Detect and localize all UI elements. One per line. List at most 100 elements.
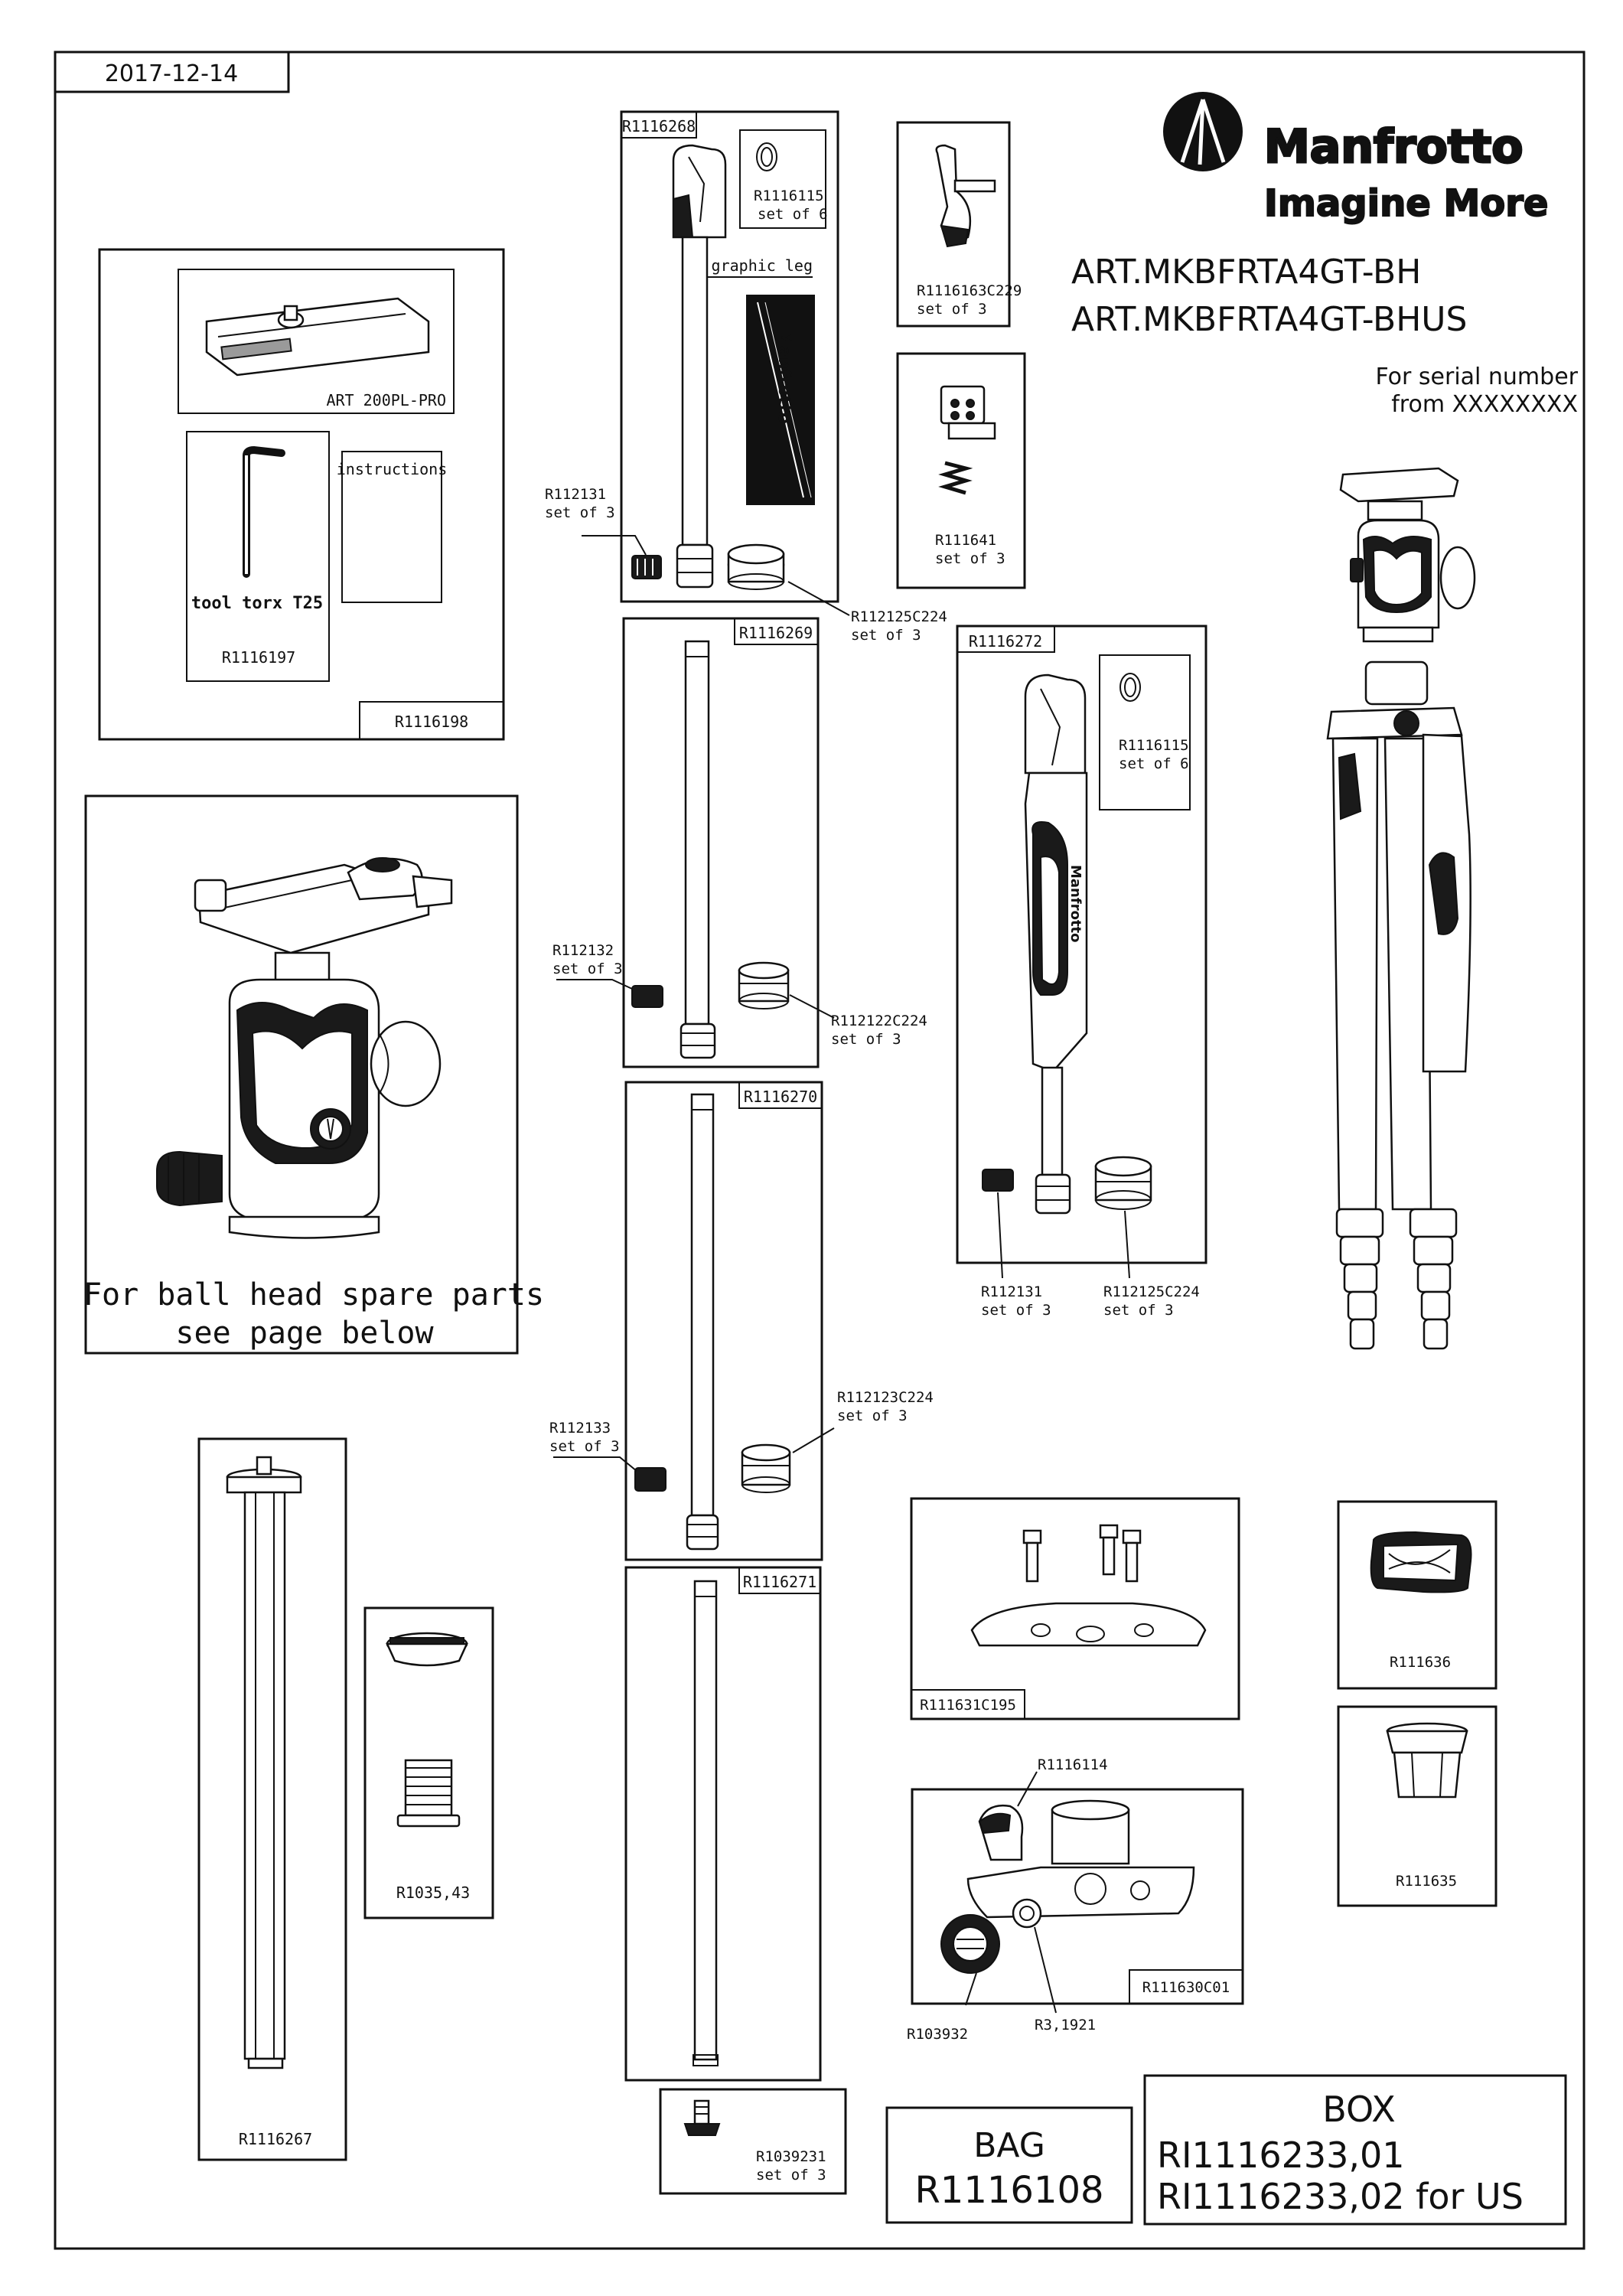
leg-2-code: R1116269 [739, 624, 813, 642]
foam-leg-section: R1116272 R1116115 set of 6 Manfrotto [956, 625, 1207, 1279]
top-lock-part [631, 555, 662, 579]
leg-3-lock-code: R112133 [549, 1420, 611, 1437]
leg-2-collar-part [738, 961, 790, 1009]
bolt-icon-1 [1022, 1529, 1042, 1583]
leg-3-code: R1116270 [744, 1088, 817, 1106]
foam-leg-brand: Manfrotto [1067, 865, 1084, 943]
feet-qty: set of 3 [756, 2167, 826, 2183]
foam-lock-qty: set of 3 [981, 1302, 1051, 1319]
bolt-icon-2 [1099, 1524, 1119, 1576]
accessories-code: R1116198 [395, 713, 468, 731]
box-label: BOX [1322, 2089, 1396, 2130]
leg-2-collar-code: R112122C224 [831, 1013, 927, 1029]
spring-icon [938, 461, 973, 495]
feet-code: R1039231 [756, 2148, 826, 2165]
foam-collar-part [1094, 1156, 1152, 1210]
ball-head-note-1: For ball head spare parts [83, 1277, 544, 1313]
spider-screw-code: R3,1921 [1035, 2017, 1096, 2033]
graphic-leg-label: graphic leg [712, 256, 813, 275]
date-label: 2017-12-14 [105, 60, 238, 87]
foam-leg-code: R1116272 [969, 632, 1042, 651]
tripod-illustration [1326, 467, 1476, 1350]
ball-head-panel: For ball head spare parts see page below [83, 794, 544, 1355]
top-lock-code: R112131 [545, 486, 606, 503]
top-ring-code: R1116115 [754, 188, 824, 204]
foam-lock-part [982, 1169, 1014, 1192]
foam-ring-code: R1116115 [1119, 737, 1189, 754]
leg-section-4: R1116271 [624, 1566, 822, 2082]
accessories-kit: R1116198 ART 200PL-PRO tool torx T25 R11… [98, 248, 505, 741]
center-column-section: R1116267 [197, 1437, 347, 2161]
serial-line-1: For serial number [1375, 364, 1578, 390]
leg-3-lock-part [634, 1467, 666, 1492]
spider-plate-code: R111631C195 [920, 1697, 1016, 1714]
leg-2-lock-part [631, 985, 663, 1008]
angle-lever-qty: set of 3 [917, 301, 987, 318]
strap-code: R111636 [1390, 1654, 1451, 1671]
instructions-label: instructions [337, 460, 448, 478]
graphic-leg-decal: Manfrotto [746, 295, 815, 505]
brand-tagline: Imagine More [1264, 182, 1548, 225]
leg-3-collar-part [741, 1443, 791, 1493]
bag-code: R1116108 [914, 2169, 1103, 2212]
bag-label-box: BAG R1116108 [885, 2106, 1133, 2224]
spider-knob-code: R103932 [907, 2026, 968, 2043]
top-collar-qty: set of 3 [851, 627, 921, 644]
plate-code: ART 200PL-PRO [326, 391, 446, 409]
box-code-2: RI1116233,02 for US [1157, 2176, 1524, 2217]
manfrotto-logo: Manfrotto Imagine More [1163, 92, 1549, 226]
bolt-icon-3 [1122, 1529, 1142, 1583]
spring-lock-code: R111641 [935, 532, 996, 549]
leg-2-lock-qty: set of 3 [552, 960, 623, 977]
top-collar-code: R112125C224 [851, 608, 947, 625]
strap-icon [1370, 1531, 1472, 1593]
foam-collar-code: R112125C224 [1103, 1283, 1200, 1300]
brand-name: Manfrotto [1264, 120, 1523, 174]
top-leg-code: R1116268 [622, 117, 696, 135]
angle-lever-section: R1116163C229 set of 3 [896, 121, 1022, 328]
column-parts-code: R1035,43 [396, 1883, 470, 1902]
top-lock-qty: set of 3 [545, 504, 615, 521]
leg-section-3: R1116270 [624, 1081, 823, 1561]
foam-lock-code: R112131 [981, 1283, 1042, 1300]
quick-release-plate [205, 297, 430, 377]
top-leg-section: R1116268 graphic leg Manfrotto R1116115 … [620, 110, 839, 603]
column-code: R1116267 [239, 2130, 312, 2148]
tool-label: tool torx T25 [191, 594, 323, 613]
top-collar-part [727, 543, 785, 590]
box-code-1: RI1116233,01 [1157, 2135, 1405, 2176]
spider-code: R111630C01 [1142, 1979, 1230, 1996]
leg-4-code: R1116271 [743, 1573, 816, 1591]
foam-ring-icon [1119, 673, 1141, 702]
hook-section: R111635 [1337, 1705, 1498, 1907]
ball-head-illustration [156, 857, 453, 1239]
ball-head-note-2: see page below [175, 1316, 434, 1351]
leg-3-lock-qty: set of 3 [549, 1438, 620, 1455]
top-ring-qty: set of 6 [758, 206, 828, 223]
spring-lock-section: R111641 set of 3 [896, 352, 1026, 589]
spider-lever-code: R1116114 [1038, 1756, 1108, 1773]
spring-lock-qty: set of 3 [935, 550, 1005, 567]
tool-code: R1116197 [222, 648, 295, 667]
date-box [54, 51, 290, 93]
hook-code: R111635 [1396, 1873, 1457, 1890]
leg-3-collar-code: R112123C224 [837, 1389, 934, 1406]
spring-lock-icon [940, 385, 986, 425]
box-label-box: BOX RI1116233,01 RI1116233,02 for US [1143, 2074, 1567, 2226]
decal-brand: Manfrotto [774, 329, 794, 424]
leg-2-lock-code: R112132 [552, 942, 614, 959]
spider-plate-section: R111631C195 [910, 1497, 1240, 1720]
strap-section: R111636 [1337, 1500, 1498, 1690]
leg-3-collar-qty: set of 3 [837, 1407, 908, 1424]
bag-label: BAG [973, 2126, 1045, 2165]
ring-icon [756, 142, 777, 171]
foot-screw-icon [683, 2099, 721, 2136]
angle-lever-icon [935, 144, 972, 246]
foam-collar-qty: set of 3 [1103, 1302, 1174, 1319]
leg-2-collar-qty: set of 3 [831, 1031, 901, 1048]
feet-section: R1039231 set of 3 [659, 2088, 847, 2195]
serial-line-2: from XXXXXXXX [1391, 391, 1578, 418]
leg-section-2: R1116269 [622, 617, 820, 1068]
foam-ring-qty: set of 6 [1119, 755, 1189, 772]
article-code-1: ART.MKBFRTA4GT-BH [1071, 253, 1421, 292]
